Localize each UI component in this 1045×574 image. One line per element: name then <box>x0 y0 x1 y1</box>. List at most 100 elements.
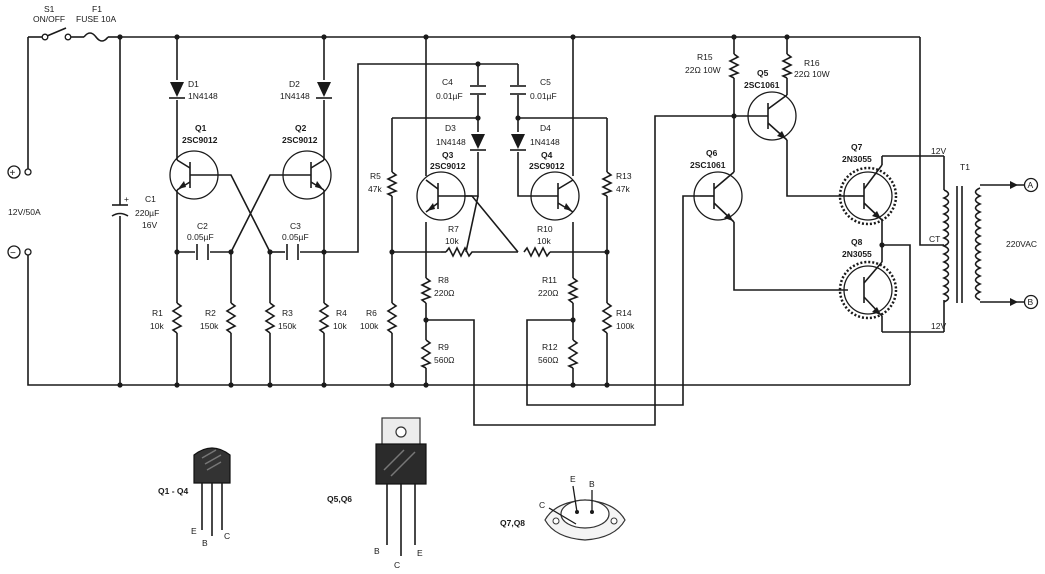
diode-d1: D1 1N4148 <box>169 79 218 101</box>
d1-value: 1N4148 <box>188 91 218 101</box>
package-to92: Q1 - Q4 E B C <box>158 447 231 548</box>
c1-polarity: + <box>124 194 129 204</box>
r14-value: 100k <box>616 321 635 331</box>
c4-value: 0.01µF <box>436 91 463 101</box>
package-to3: Q7,Q8 C E B <box>500 474 626 541</box>
r13-ref: R13 <box>616 171 632 181</box>
c1-value: 220µF <box>135 208 159 218</box>
pin-large-e: E <box>570 474 576 484</box>
c5-ref: C5 <box>540 77 551 87</box>
r2-value: 150k <box>200 321 219 331</box>
capacitor-c5: C5 0.01µF <box>510 77 557 101</box>
package-small-label: Q1 - Q4 <box>158 486 189 496</box>
supply-terminals: + − 12V/50A <box>7 163 41 262</box>
q6-type: 2SC1061 <box>690 160 726 170</box>
q1-ref: Q1 <box>195 123 207 133</box>
q2-ref: Q2 <box>295 123 307 133</box>
r12-ref: R12 <box>542 342 558 352</box>
output-a-label: A <box>1028 180 1034 190</box>
r6-value: 100k <box>360 321 379 331</box>
r7-ref: R7 <box>448 224 459 234</box>
switch-label: ON/OFF <box>33 14 65 24</box>
q3-type: 2SC9012 <box>430 161 466 171</box>
pin-medium-e: E <box>417 548 423 558</box>
output-b-label: B <box>1028 297 1034 307</box>
output-b-icon <box>1023 294 1039 310</box>
transistor-q5: Q5 2SC1061 <box>742 68 797 141</box>
d3-value: 1N4148 <box>436 137 466 147</box>
resistor-r15: R15 22Ω 10W <box>685 52 740 79</box>
q7-ref: Q7 <box>851 142 863 152</box>
r15-value: 22Ω 10W <box>685 65 721 75</box>
capacitor-c2: C2 0.05µF <box>187 221 214 260</box>
r7-value: 10k <box>445 236 459 246</box>
transistor-q2: Q2 2SC9012 <box>280 123 332 200</box>
r15-ref: R15 <box>697 52 713 62</box>
q3-ref: Q3 <box>442 150 454 160</box>
q6-ref: Q6 <box>706 148 718 158</box>
d4-value: 1N4148 <box>530 137 560 147</box>
package-large-label: Q7,Q8 <box>500 518 525 528</box>
d4-ref: D4 <box>540 123 551 133</box>
minus-terminal-icon <box>7 245 21 259</box>
transistor-q7: Q7 2N3055 <box>838 142 898 226</box>
r4-value: 10k <box>333 321 347 331</box>
transistor-q4: Q4 2SC9012 <box>529 150 580 221</box>
transistor-q8: Q8 2N3055 <box>838 237 898 332</box>
pin-small-b: B <box>202 538 208 548</box>
q7-type: 2N3055 <box>842 154 872 164</box>
resistor-r9: R9 560Ω <box>420 339 455 369</box>
c3-value: 0.05µF <box>282 232 309 242</box>
resistor-r1: R1 10k <box>150 302 183 334</box>
q2-type: 2SC9012 <box>282 135 318 145</box>
diode-d3: D3 1N4148 <box>436 123 486 151</box>
transistor-q1: Q1 2SC9012 <box>169 123 220 200</box>
c4-ref: C4 <box>442 77 453 87</box>
t1-bottom-voltage: 12V <box>931 321 946 331</box>
capacitor-c1: + C1 220µF 16V <box>111 194 159 230</box>
resistor-r16: R16 22Ω 10W <box>781 53 830 79</box>
capacitor-c4: C4 0.01µF <box>436 77 486 101</box>
r11-ref: R11 <box>542 275 557 285</box>
q8-type: 2N3055 <box>842 249 872 259</box>
r9-ref: R9 <box>438 342 449 352</box>
t1-ref: T1 <box>960 162 970 172</box>
r1-ref: R1 <box>152 308 163 318</box>
q4-ref: Q4 <box>541 150 553 160</box>
resistor-r7: R7 10k <box>445 224 474 258</box>
c1-ref: C1 <box>145 194 156 204</box>
resistor-r11: R11 220Ω <box>538 275 579 304</box>
resistor-r3: R3 150k <box>264 302 297 334</box>
c5-value: 0.01µF <box>530 91 557 101</box>
r10-ref: R10 <box>537 224 553 234</box>
r5-ref: R5 <box>370 171 381 181</box>
junction-dots <box>117 34 885 388</box>
r14-ref: R14 <box>616 308 632 318</box>
resistor-r12: R12 560Ω <box>538 339 579 369</box>
pin-small-e: E <box>191 526 197 536</box>
d1-ref: D1 <box>188 79 199 89</box>
r9-value: 560Ω <box>434 355 455 365</box>
resistor-r5: R5 47k <box>368 171 398 197</box>
transformer-t1: T1 12V CT 12V 220VAC <box>929 146 1037 331</box>
r4-ref: R4 <box>336 308 347 318</box>
r8-ref: R8 <box>438 275 449 285</box>
package-to220: Q5,Q6 B C E <box>327 417 427 570</box>
plus-terminal-icon <box>7 165 21 179</box>
wiring <box>27 36 1025 426</box>
capacitor-c3: C3 0.05µF <box>282 221 309 260</box>
d2-value: 1N4148 <box>280 91 310 101</box>
resistor-r13: R13 47k <box>601 171 632 197</box>
pin-large-c: C <box>539 500 545 510</box>
resistor-r6: R6 100k <box>360 302 398 334</box>
switch-s1: S1 ON/OFF <box>33 4 72 41</box>
output-terminals: A B <box>1023 177 1039 310</box>
r13-value: 47k <box>616 184 630 194</box>
switch-ref: S1 <box>44 4 55 14</box>
package-medium-label: Q5,Q6 <box>327 494 352 504</box>
transistor-q3: Q3 2SC9012 <box>416 150 466 221</box>
r8-value: 220Ω <box>434 288 455 298</box>
supply-label: 12V/50A <box>8 207 41 217</box>
resistor-r2: R2 150k <box>200 302 237 334</box>
